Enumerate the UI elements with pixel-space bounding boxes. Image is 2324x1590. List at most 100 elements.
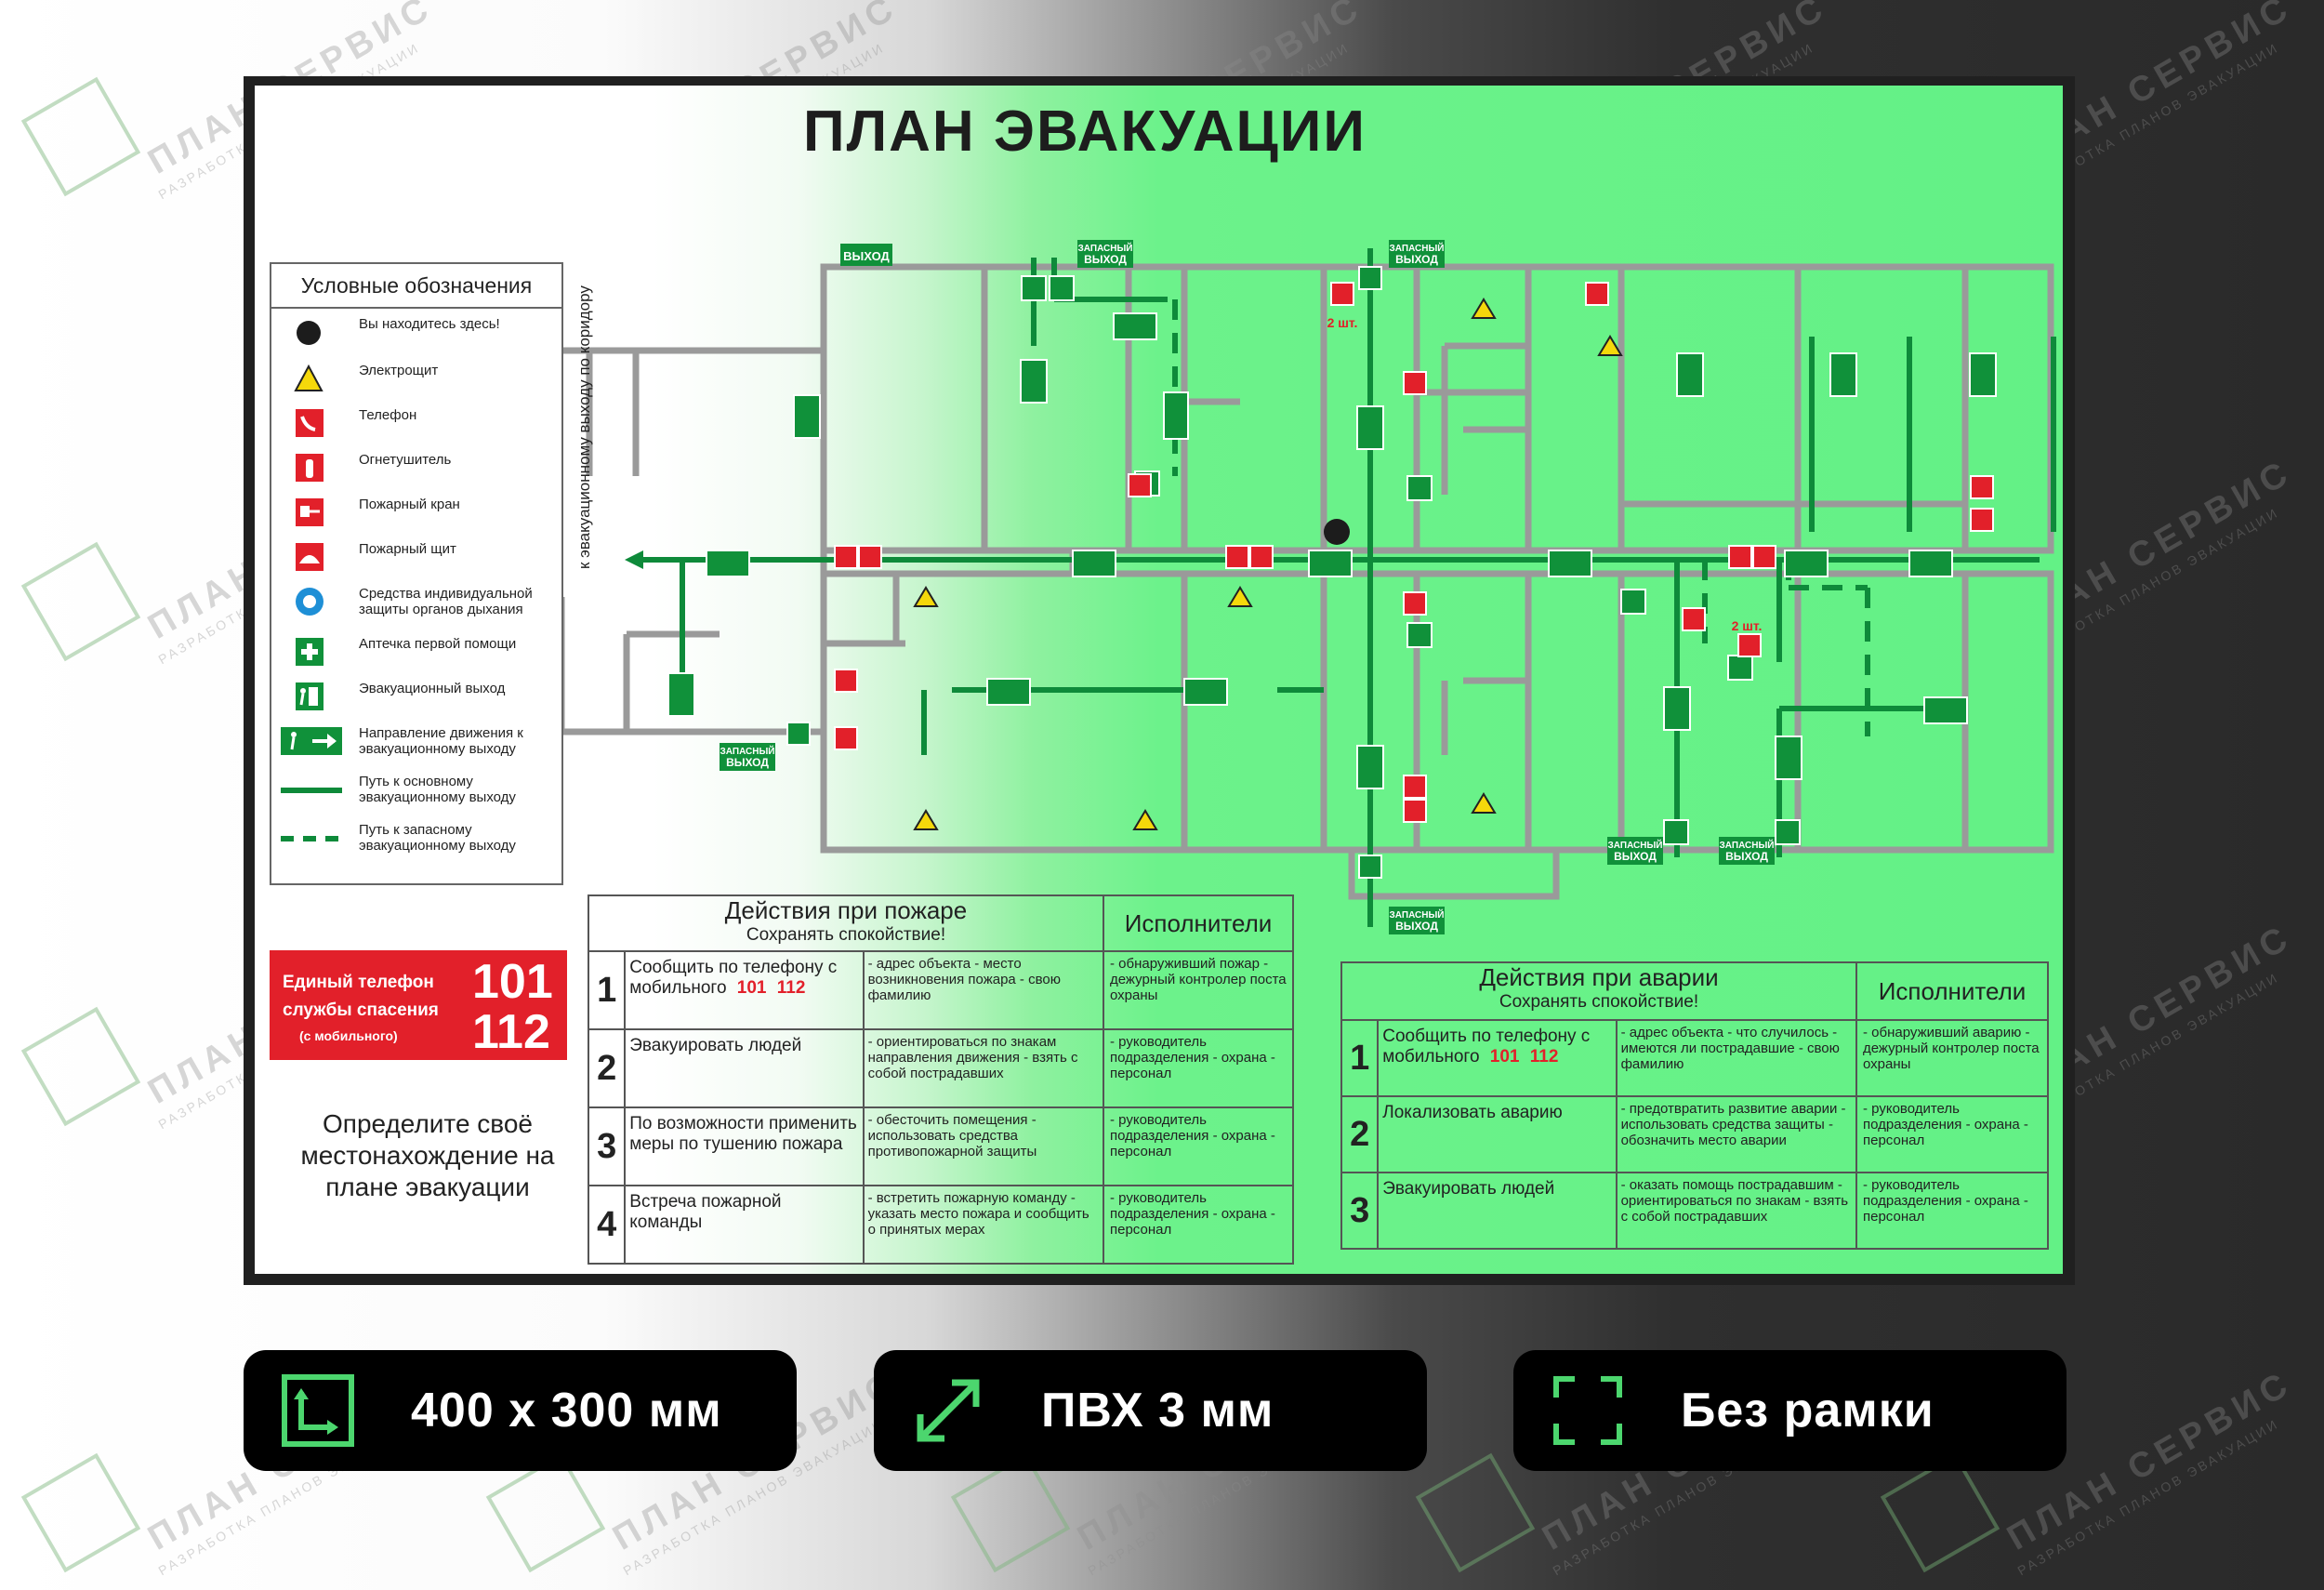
quantity-label: 2 шт. [1732, 618, 1763, 633]
first-aid-icon [1406, 622, 1433, 648]
expand-arrows-icon [917, 1379, 980, 1442]
fire-hydrant-icon [1970, 508, 1994, 532]
row-number: 3 [587, 1106, 627, 1186]
fire-hydrant-icon [1403, 799, 1427, 823]
direction-arrow-icon [793, 394, 821, 439]
action-cell: Сообщить по телефону с мобильного 101 11… [624, 950, 865, 1030]
legend-label: Пожарный кран [359, 497, 460, 512]
accident-actions-title: Действия при аварии [1479, 963, 1719, 991]
evacuation-plan-sheet: ПЛАН ЭВАКУАЦИИ [255, 86, 2063, 1274]
spare-path-line [281, 836, 342, 841]
you-are-here-dot [1324, 519, 1350, 545]
legend-label: Аптечка первой помощи [359, 636, 517, 652]
spare-exit-label-bottom: ВЫХОД [1614, 850, 1657, 863]
fire-hydrant-icon [1225, 545, 1249, 569]
executors: - руководитель подразделения - охрана - … [1103, 1028, 1294, 1108]
electric-panel-icon [1471, 298, 1497, 319]
action-label: Сообщить по телефону с мобильного [629, 958, 838, 998]
spare-exit-sign [1389, 907, 1445, 934]
watermark-logo-icon [1415, 1452, 1536, 1573]
fire-extinguisher-icon [1403, 591, 1427, 616]
main-path-line [281, 788, 342, 793]
legend-label: Эвакуационный выход [359, 681, 506, 696]
electric-panel-icon [1132, 809, 1158, 830]
action-details: - адрес объекта - что случилось - имеютс… [1615, 1019, 1858, 1097]
direction-arrow-icon [1356, 745, 1384, 789]
frame-corners-icon [1553, 1376, 1622, 1445]
legend-item: Путь к основному эвакуационному выходу [271, 768, 561, 811]
phone-112: 112 [1529, 1047, 1559, 1067]
action-label: Встреча пожарной команды [624, 1185, 865, 1265]
arrow-head-icon [625, 550, 643, 569]
fire-exec-header: Исполнители [1103, 894, 1294, 952]
fire-hydrant-icon [834, 669, 858, 693]
emergency-phone-box: Единый телефон службы спасения (с мобиль… [270, 950, 567, 1060]
legend-item: Направление движения к эвакуационному вы… [271, 720, 561, 762]
action-cell: Сообщить по телефону с мобильного 101 11… [1377, 1019, 1618, 1097]
legend-label: Электрощит [359, 363, 439, 378]
watermark-logo-icon [20, 1452, 141, 1573]
spare-exit-label-top: ЗАПАСНЫЙ [720, 745, 775, 757]
direction-arrow-icon [1548, 550, 1592, 577]
fire-shield-icon [1403, 371, 1427, 395]
direction-arrow-icon [1829, 352, 1857, 397]
fire-extinguisher-icon [296, 454, 324, 482]
spare-exit-label-top: ЗАПАСНЫЙ [1390, 908, 1445, 921]
evacuation-plan-board: ПЛАН ЭВАКУАЦИИ [244, 76, 2075, 1285]
first-aid-icon [1620, 589, 1646, 615]
direction-arrow-icon [1183, 678, 1228, 706]
row-number: 2 [587, 1028, 627, 1108]
table-row: 3 Эвакуировать людей - оказать помощь по… [1340, 1172, 2049, 1250]
direction-arrow-icon [1356, 405, 1384, 450]
spare-exit-label-bottom: ВЫХОД [1395, 253, 1438, 266]
fire-extinguisher-icon [1737, 633, 1762, 657]
material-text: ПВХ 3 мм [1041, 1384, 1274, 1438]
spare-exit-sign [1389, 240, 1445, 268]
electric-panel-icon [1227, 586, 1253, 607]
phone-101: 101 [1489, 1047, 1520, 1067]
fire-extinguisher-icon [1403, 775, 1427, 799]
electric-panel-icon [913, 809, 939, 830]
watermark-logo-icon [20, 1006, 141, 1127]
exit-icon [786, 722, 811, 746]
exit-icon [1021, 275, 1047, 301]
spare-exit-label-top: ЗАПАСНЫЙ [1390, 242, 1445, 254]
row-number: 1 [1340, 1019, 1380, 1097]
action-label: Эвакуировать людей [624, 1028, 865, 1108]
fire-actions-table: Действия при пожаре Сохранять спокойстви… [587, 894, 1294, 1265]
row-number: 4 [587, 1185, 627, 1265]
emergency-phone-label: Единый телефон службы спасения [283, 973, 439, 1020]
table-row: 3 По возможности применить меры по тушен… [587, 1106, 1294, 1186]
direction-arrow-icon [706, 550, 750, 577]
direction-arrow-icon [1784, 550, 1829, 577]
exit-sign [840, 244, 892, 266]
direction-arrow-icon [1308, 550, 1353, 577]
exit-icon [1775, 819, 1801, 845]
spare-exit-label-bottom: ВЫХОД [1084, 253, 1127, 266]
action-label: Эвакуировать людей [1377, 1172, 1618, 1250]
exit-label: ВЫХОД [843, 249, 890, 263]
fire-extinguisher-icon [1128, 473, 1152, 497]
fire-extinguisher-icon [1970, 475, 1994, 499]
legend: Условные обозначения Вы находитесь здесь… [270, 262, 563, 885]
size-badge: 400 х 300 мм [244, 1350, 797, 1471]
phone-112: 112 [776, 978, 806, 998]
exit-icon [1049, 275, 1075, 301]
direction-arrow-icon [1663, 686, 1691, 731]
legend-item: Эвакуационный выход [271, 675, 561, 718]
row-number: 3 [1340, 1172, 1380, 1250]
legend-title: Условные обозначения [271, 264, 561, 309]
size-corner-icon [282, 1374, 354, 1447]
action-label: По возможности применить меры по тушению… [624, 1106, 865, 1186]
watermark-logo-icon [485, 1452, 606, 1573]
executors: - обнаруживший аварию - дежурный контрол… [1855, 1019, 2049, 1097]
legend-item: Электрощит [271, 357, 561, 400]
legend-label: Вы находитесь здесь! [359, 316, 500, 332]
electric-panels [913, 298, 1623, 830]
legend-label: Путь к запасному эвакуационному выходу [359, 822, 516, 854]
spare-exit-label-bottom: ВЫХОД [726, 756, 769, 769]
direction-arrow-icon [1908, 550, 1953, 577]
emergency-number-112: 112 [472, 1005, 550, 1059]
table-row: 1 Сообщить по телефону с мобильного 101 … [587, 950, 1294, 1030]
action-details: - оказать помощь пострадавшим - ориентир… [1615, 1172, 1858, 1250]
